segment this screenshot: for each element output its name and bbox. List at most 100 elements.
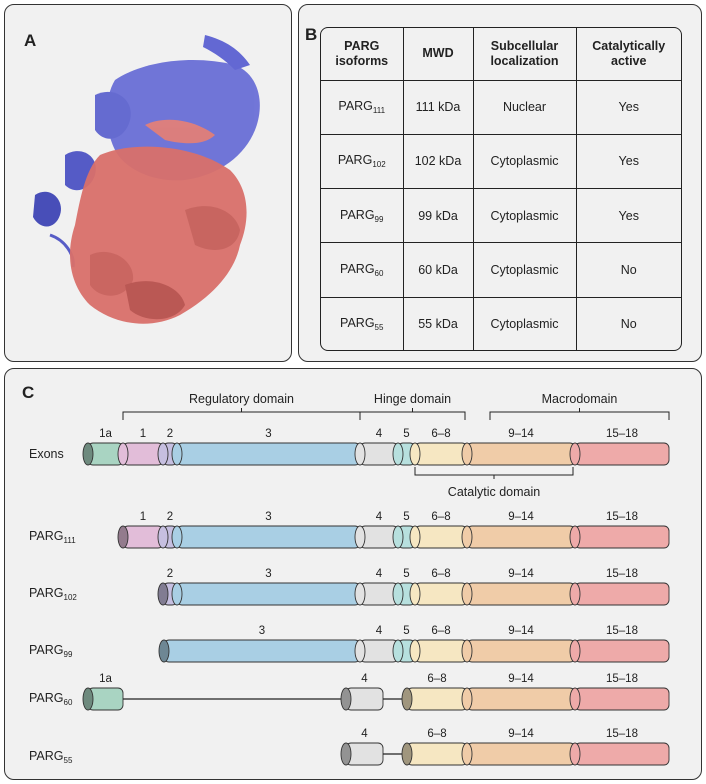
panel-label-c: C (22, 383, 35, 402)
exon-label-4: 4 (361, 728, 368, 740)
exon-segment-6-8 (414, 639, 468, 663)
hinge-domain-label: Hinge domain (374, 392, 451, 406)
exon-cap-9-14 (461, 442, 473, 466)
exon-segment-4 (359, 639, 399, 663)
exon-segment-9-14 (466, 687, 576, 711)
exon-cap-15-18 (569, 687, 581, 711)
exon-label-9-14: 9–14 (508, 625, 534, 637)
exon-label-5: 5 (403, 511, 409, 523)
exon-label-6-8: 6–8 (427, 728, 446, 740)
exon-cap-9-14 (461, 687, 473, 711)
exon-label-9-14: 9–14 (508, 728, 534, 740)
exon-segment-4 (345, 742, 384, 766)
exon-label-9-14: 9–14 (508, 673, 534, 685)
exon-segment-9-14 (466, 442, 576, 466)
exon-cap-4 (354, 582, 366, 606)
exon-label-2: 2 (167, 511, 173, 523)
exon-cap-1a (82, 687, 94, 711)
exon-cap-9-14 (461, 742, 473, 766)
isoform-row-label: PARG99 (29, 643, 73, 659)
exon-label-2: 2 (167, 568, 173, 580)
exon-cap-4 (340, 742, 352, 766)
exon-cap-2 (157, 525, 169, 549)
exon-label-9-14: 9–14 (508, 428, 534, 440)
exon-label-15-18: 15–18 (606, 568, 638, 580)
header-mwd: MWD (402, 28, 474, 81)
exon-cap-4 (340, 687, 352, 711)
exon-segment-9-14 (466, 525, 576, 549)
exon-label-1a: 1a (99, 428, 112, 440)
exon-cap-6-8 (409, 442, 421, 466)
macrodomain-bracket (489, 408, 670, 420)
exon-cap-15-18 (569, 582, 581, 606)
exon-cap-1 (117, 442, 129, 466)
exon-label-3: 3 (265, 568, 271, 580)
table-row: PARG99 99 kDa Cytoplasmic Yes (321, 188, 681, 244)
exon-cap-2 (157, 582, 169, 606)
exon-cap-1 (117, 525, 129, 549)
exon-segment-4 (359, 525, 399, 549)
exon-cap-4 (354, 525, 366, 549)
exon-segment-4 (345, 687, 384, 711)
exon-cap-15-18 (569, 525, 581, 549)
exon-segment-6-8 (406, 742, 468, 766)
exon-segment-3 (176, 442, 361, 466)
exon-label-9-14: 9–14 (508, 511, 534, 523)
catalytic-domain-bracket (414, 467, 574, 479)
exon-label-15-18: 15–18 (606, 511, 638, 523)
isoform-row-label: PARG102 (29, 586, 77, 602)
exon-cap-3 (171, 442, 183, 466)
exon-cap-6-8 (409, 639, 421, 663)
exon-cap-15-18 (569, 442, 581, 466)
exon-segment-15-18 (574, 687, 670, 711)
exon-cap-6-8 (409, 525, 421, 549)
exon-cap-5 (392, 525, 404, 549)
exon-segment-6-8 (414, 525, 468, 549)
exon-segment-6-8 (406, 687, 468, 711)
exon-label-3: 3 (265, 511, 271, 523)
hinge-domain-bracket (359, 408, 466, 420)
exon-segment-6-8 (414, 582, 468, 606)
exon-cap-3 (171, 525, 183, 549)
exon-cap-1a (82, 442, 94, 466)
exon-label-6-8: 6–8 (431, 511, 450, 523)
exon-label-15-18: 15–18 (606, 673, 638, 685)
exon-segment-1 (122, 525, 164, 549)
exon-segment-15-18 (574, 525, 670, 549)
exon-label-5: 5 (403, 625, 409, 637)
isoform-row-label: PARG55 (29, 749, 73, 765)
table-row: PARG55 55 kDa Cytoplasmic No (321, 296, 681, 350)
panel-label-a: A (24, 31, 37, 50)
exon-label-5: 5 (403, 568, 409, 580)
exon-label-2: 2 (167, 428, 173, 440)
table-row: PARG60 60 kDa Cytoplasmic No (321, 242, 681, 298)
exon-segment-15-18 (574, 442, 670, 466)
exon-segment-15-18 (574, 639, 670, 663)
isoform-row-label: PARG111 (29, 529, 76, 545)
exon-cap-4 (354, 442, 366, 466)
exon-segment-3 (176, 582, 361, 606)
exon-label-6-8: 6–8 (431, 428, 450, 440)
exon-label-6-8: 6–8 (431, 568, 450, 580)
exon-segment-9-14 (466, 742, 576, 766)
protein-structure (33, 35, 260, 324)
catalytic-domain-label: Catalytic domain (448, 485, 540, 499)
exon-label-4: 4 (376, 568, 383, 580)
exon-segment-4 (359, 442, 399, 466)
exon-segment-15-18 (574, 742, 670, 766)
exon-segment-1 (122, 442, 164, 466)
exon-cap-5 (392, 582, 404, 606)
panel-label-b: B (305, 25, 318, 44)
exon-cap-5 (392, 442, 404, 466)
exon-segment-9-14 (466, 639, 576, 663)
regulatory-domain-label: Regulatory domain (189, 392, 294, 406)
red-region (70, 119, 247, 324)
exon-cap-4 (354, 639, 366, 663)
exon-label-5: 5 (403, 428, 409, 440)
exon-cap-9-14 (461, 639, 473, 663)
exon-segment-6-8 (414, 442, 468, 466)
